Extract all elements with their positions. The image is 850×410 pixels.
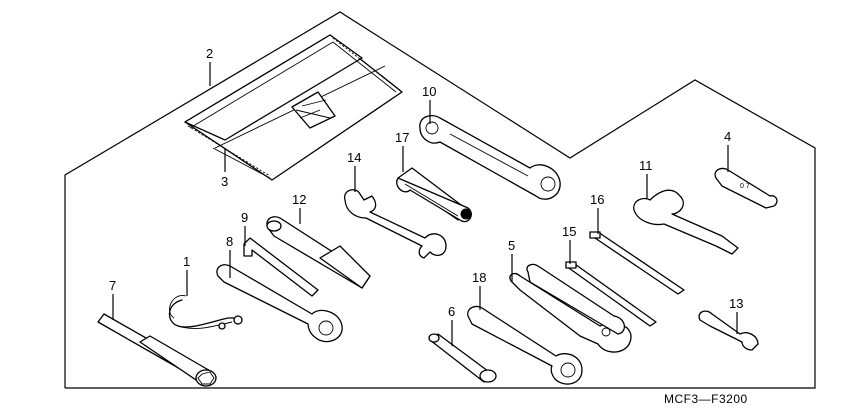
small-open-end-wrench[interactable] xyxy=(698,310,759,351)
callout-18: 18 xyxy=(472,270,486,285)
callout-6: 6 xyxy=(448,304,455,319)
svg-text:0 7: 0 7 xyxy=(740,183,750,190)
pliers[interactable] xyxy=(509,263,632,353)
socket-bar[interactable] xyxy=(428,333,497,383)
callout-11: 11 xyxy=(639,158,653,173)
pin-spanner[interactable] xyxy=(633,189,739,255)
callout-3: 3 xyxy=(221,174,228,189)
screwdriver-blade-phillips[interactable] xyxy=(589,231,685,295)
offset-ring-wrench[interactable] xyxy=(419,114,561,200)
box-wrench-short[interactable] xyxy=(467,305,583,385)
extension-bar[interactable] xyxy=(266,216,371,289)
screwdriver-handle[interactable] xyxy=(396,167,472,223)
callout-8: 8 xyxy=(226,234,233,249)
callout-14: 14 xyxy=(347,150,361,165)
callout-2: 2 xyxy=(206,46,213,61)
box-wrench-long[interactable] xyxy=(216,264,343,343)
callout-13: 13 xyxy=(729,296,743,311)
diagram-code: MCF3—F3200 xyxy=(664,392,748,406)
callout-16: 16 xyxy=(590,192,604,207)
callout-1: 1 xyxy=(183,254,190,269)
spark-plug-wrench[interactable] xyxy=(97,313,217,387)
callout-17: 17 xyxy=(395,130,409,145)
callout-9: 9 xyxy=(241,210,248,225)
open-end-wrench[interactable] xyxy=(343,189,447,259)
callout-15: 15 xyxy=(562,224,576,239)
callout-7: 7 xyxy=(109,278,116,293)
tool-pouch[interactable] xyxy=(184,34,403,181)
callout-5: 5 xyxy=(508,238,515,253)
callout-12: 12 xyxy=(292,192,306,207)
callout-10: 10 xyxy=(422,84,436,99)
tool-strap[interactable] xyxy=(168,295,243,330)
leader-lines xyxy=(112,62,738,346)
hex-key[interactable] xyxy=(243,237,319,297)
small-spanner[interactable]: 0 7 xyxy=(714,167,778,209)
diagram-boundary xyxy=(64,11,816,389)
callout-4: 4 xyxy=(724,129,731,144)
